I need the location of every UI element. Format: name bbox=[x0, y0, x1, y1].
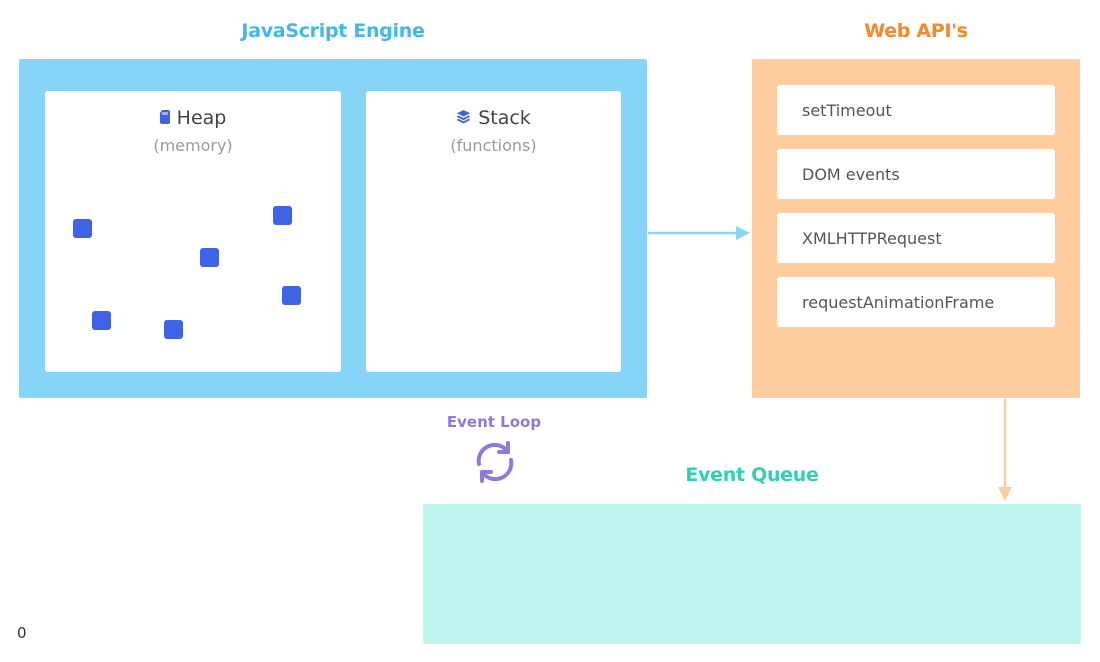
heap-block bbox=[73, 219, 92, 238]
event-queue-title: Event Queue bbox=[685, 464, 819, 486]
event-loop-label: Event Loop bbox=[446, 413, 542, 431]
stack-title: Stack bbox=[478, 107, 531, 129]
layers-icon bbox=[456, 107, 471, 129]
heap-block bbox=[200, 248, 219, 267]
web-apis-title: Web API's bbox=[864, 20, 968, 42]
web-apis-box: setTimeout DOM events XMLHTTPRequest req… bbox=[752, 59, 1080, 398]
heap-block bbox=[164, 320, 183, 339]
heap-block bbox=[92, 311, 111, 330]
heap-block bbox=[282, 286, 301, 305]
memory-card-icon bbox=[159, 107, 170, 129]
stack-panel: Stack (functions) bbox=[366, 91, 621, 372]
js-engine-box: Heap (memory) Stack (functions) bbox=[19, 59, 647, 398]
js-engine-title: JavaScript Engine bbox=[241, 20, 425, 42]
api-item-xmlhttprequest: XMLHTTPRequest bbox=[777, 213, 1055, 263]
heap-panel: Heap (memory) bbox=[45, 91, 341, 372]
stack-subtitle: (functions) bbox=[450, 136, 537, 155]
refresh-icon bbox=[471, 438, 519, 490]
heap-title: Heap bbox=[176, 107, 227, 129]
api-item-settimeout: setTimeout bbox=[777, 85, 1055, 135]
corner-number: 0 bbox=[17, 624, 27, 642]
api-item-requestanimationframe: requestAnimationFrame bbox=[777, 277, 1055, 327]
heap-block bbox=[273, 206, 292, 225]
heap-subtitle: (memory) bbox=[153, 136, 233, 155]
event-queue-box bbox=[423, 504, 1081, 644]
api-item-dom-events: DOM events bbox=[777, 149, 1055, 199]
